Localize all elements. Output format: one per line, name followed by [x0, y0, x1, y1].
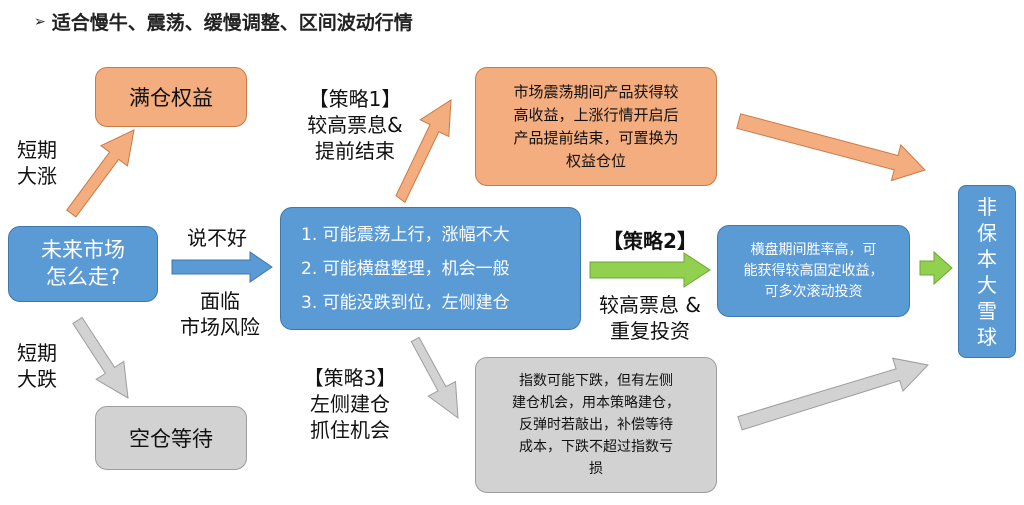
non-snowball-label: 非 保 本 大 雪 球 [977, 194, 997, 349]
strategy3-desc-text: 指数可能下跌，但有左侧 建仓机会，用本策略建仓， 反弹时若敲出，补偿等待 成本，… [512, 373, 680, 477]
strategy3-label: 【策略3】 左侧建仓 抓住机会 [303, 366, 397, 442]
strategy3-desc-box: 指数可能下跌，但有左侧 建仓机会，用本策略建仓， 反弹时若敲出，补偿等待 成本，… [475, 357, 717, 493]
short-rise-label: 短期 大涨 [17, 138, 57, 188]
market-risk-label: 面临 市场风险 [180, 289, 260, 339]
strategy2-title: 【策略2】 [603, 229, 697, 253]
strategy1-label: 【策略1】 较高票息& 提前结束 [307, 87, 403, 163]
strategy2-desc-box: 横盘期间胜率高，可 能获得较高固定收益， 可多次滚动投资 [717, 225, 910, 317]
arrow-short-fall [72, 316, 129, 399]
arrow-uncertain [171, 251, 273, 283]
strategy2-desc-text: 横盘期间胜率高，可 能获得较高固定收益， 可多次滚动投资 [743, 241, 884, 300]
arrow-short-rise [66, 129, 135, 218]
arrow-strategy1 [395, 99, 452, 204]
arrow-to-snowball-mid [919, 250, 953, 286]
scenario-item: 1. 可能震荡上行，涨幅不大 [301, 224, 510, 245]
future-market-box: 未来市场 怎么走? [8, 226, 158, 302]
arrow-to-snowball-bottom [737, 357, 929, 431]
strategy2-label: 较高票息 & 重复投资 [599, 293, 701, 343]
scenario-item: 3. 可能没跌到位，左侧建仓 [301, 292, 510, 313]
strategy1-desc-text: 市场震荡期间产品获得较 高收益，上涨行情开启后 产品提前结束，可置换为 权益仓位 [513, 82, 679, 170]
future-market-label: 未来市场 怎么走? [41, 238, 125, 289]
heading-text: 适合慢牛、震荡、缓慢调整、区间波动行情 [51, 12, 413, 34]
empty-wait-label: 空仓等待 [129, 427, 213, 451]
non-snowball-box: 非 保 本 大 雪 球 [958, 185, 1016, 358]
full-equity-label: 满仓权益 [129, 86, 213, 110]
triangle-bullet-icon: ➢ [34, 13, 46, 30]
empty-wait-box: 空仓等待 [95, 406, 247, 470]
arrow-to-snowball-top [736, 113, 926, 182]
short-fall-label: 短期 大跌 [17, 341, 57, 391]
full-equity-box: 满仓权益 [95, 67, 247, 127]
uncertain-label: 说不好 [187, 226, 247, 250]
scenarios-box: 1. 可能震荡上行，涨幅不大 2. 可能横盘整理，机会一般 3. 可能没跌到位，… [280, 207, 581, 330]
strategy1-desc-box: 市场震荡期间产品获得较 高收益，上涨行情开启后 产品提前结束，可置换为 权益仓位 [475, 67, 717, 186]
scenario-item: 2. 可能横盘整理，机会一般 [301, 258, 510, 279]
arrow-strategy3 [410, 336, 459, 420]
section-heading: ➢ 适合慢牛、震荡、缓慢调整、区间波动行情 [34, 8, 413, 35]
arrow-strategy2 [589, 252, 711, 288]
